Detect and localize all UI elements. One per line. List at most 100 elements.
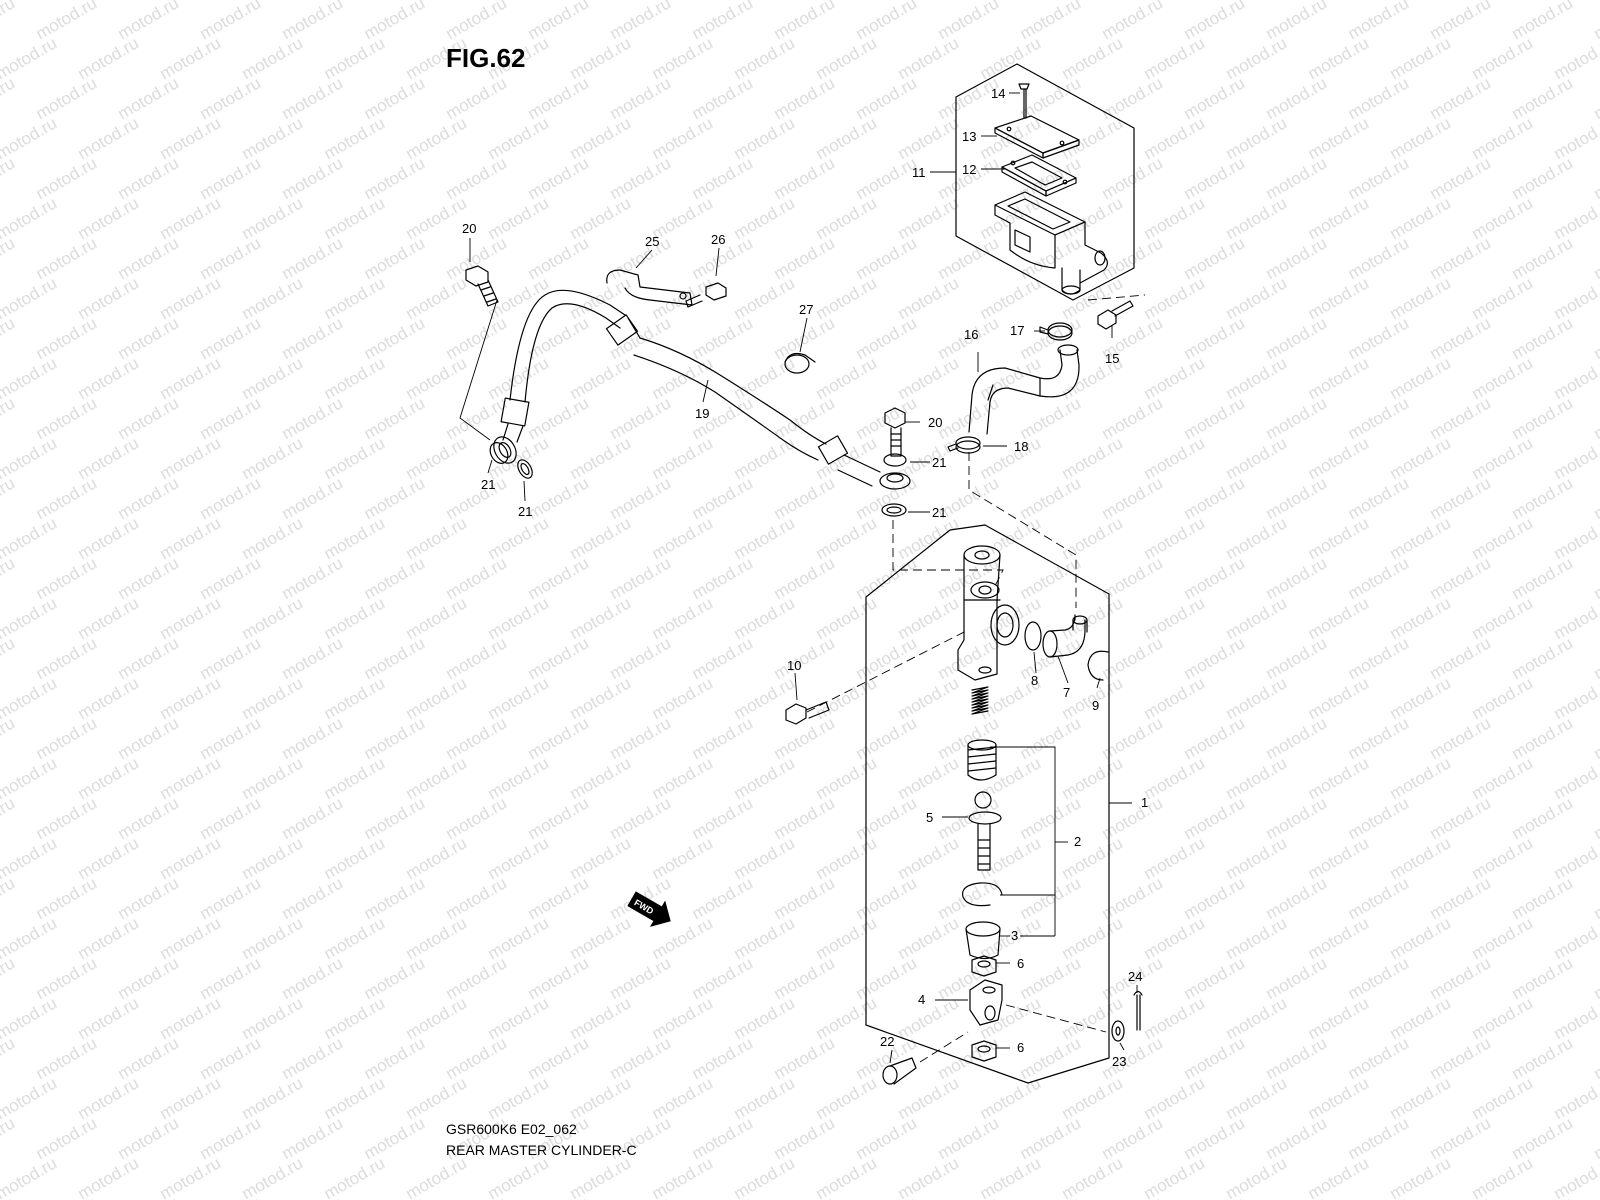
lock-nut-lower <box>971 1040 997 1062</box>
watermark-text: motod.ru <box>1181 473 1249 523</box>
watermark-text: motod.ru <box>1263 1113 1331 1163</box>
watermark-text: motod.ru <box>1509 1113 1577 1163</box>
watermark-text: motod.ru <box>1181 393 1249 443</box>
callout-25: 25 <box>645 234 659 249</box>
watermark-text: motod.ru <box>525 73 593 123</box>
callout-18: 18 <box>1014 439 1028 454</box>
watermark-text: motod.ru <box>1591 1033 1600 1083</box>
callout-8: 8 <box>1031 673 1038 688</box>
reservoir-diaphragm <box>1001 154 1077 197</box>
watermark-text: motod.ru <box>1263 473 1331 523</box>
callout-22: 22 <box>880 1034 894 1049</box>
watermark-text: motod.ru <box>443 553 511 603</box>
watermark-text: motod.ru <box>279 713 347 763</box>
watermark-text: motod.ru <box>771 553 839 603</box>
watermark-text: motod.ru <box>771 73 839 123</box>
watermark-text: motod.ru <box>1263 713 1331 763</box>
callout-labels: 1 2 3 4 5 6 6 7 8 9 10 11 12 13 14 15 16… <box>462 86 1148 1069</box>
watermark-text: motod.ru <box>1099 233 1167 283</box>
brake-hose-clamp <box>606 269 693 306</box>
watermark-text: motod.ru <box>525 233 593 283</box>
watermark-text: motod.ru <box>771 953 839 1003</box>
watermark-text: motod.ru <box>607 553 675 603</box>
watermark-text: motod.ru <box>33 313 101 363</box>
watermark-text: motod.ru <box>1345 953 1413 1003</box>
watermark-text: motod.ru <box>361 953 429 1003</box>
watermark-text: motod.ru <box>1591 1113 1600 1163</box>
callout-13: 13 <box>962 129 976 144</box>
watermark-text: motod.ru <box>1059 1153 1127 1200</box>
watermark-text: motod.ru <box>689 1113 757 1163</box>
watermark-text: motod.ru <box>607 73 675 123</box>
watermark-text: motod.ru <box>197 313 265 363</box>
watermark-text: motod.ru <box>279 793 347 843</box>
watermark-text: motod.ru <box>607 1033 675 1083</box>
watermark-text: motod.ru <box>403 1153 471 1200</box>
watermark-text: motod.ru <box>1345 553 1413 603</box>
watermark-text: motod.ru <box>607 953 675 1003</box>
watermark-text: motod.ru <box>33 633 101 683</box>
watermark-text: motod.ru <box>443 953 511 1003</box>
watermark-text: motod.ru <box>197 153 265 203</box>
watermark-text: motod.ru <box>689 953 757 1003</box>
watermark-text: motod.ru <box>1591 793 1600 843</box>
watermark-text: motod.ru <box>0 953 18 1003</box>
watermark-text: motod.ru <box>689 713 757 763</box>
watermark-text: motod.ru <box>197 873 265 923</box>
watermark-text: motod.ru <box>771 473 839 523</box>
watermark-text: motod.ru <box>689 633 757 683</box>
watermark-text: motod.ru <box>1509 793 1577 843</box>
watermark-text: motod.ru <box>525 713 593 763</box>
watermark-text: motod.ru <box>443 313 511 363</box>
watermark-text: motod.ru <box>1591 73 1600 123</box>
watermark-text: motod.ru <box>1509 953 1577 1003</box>
watermark-text: motod.ru <box>853 233 921 283</box>
watermark-text: motod.ru <box>853 1113 921 1163</box>
model-code: GSR600K6 E02_062 <box>446 1121 577 1137</box>
watermark-text: motod.ru <box>1551 433 1600 483</box>
watermark-text: motod.ru <box>1345 1193 1413 1200</box>
watermark-text: motod.ru <box>1509 233 1577 283</box>
rear-brake-hose <box>493 289 911 490</box>
figure-title: FIG.62 <box>446 43 525 73</box>
watermark-text: motod.ru <box>1345 473 1413 523</box>
watermark-text: motod.ru <box>1345 313 1413 363</box>
watermark-text: motod.ru <box>279 393 347 443</box>
watermark-text: motod.ru <box>1427 393 1495 443</box>
watermark-text: motod.ru <box>443 73 511 123</box>
watermark-text: motod.ru <box>1591 473 1600 523</box>
watermark-text: motod.ru <box>853 873 921 923</box>
watermark-text: motod.ru <box>1017 1193 1085 1200</box>
watermark-text: motod.ru <box>1263 1193 1331 1200</box>
watermark-text: motod.ru <box>607 473 675 523</box>
watermark-text: motod.ru <box>33 793 101 843</box>
watermark-text: motod.ru <box>1427 1193 1495 1200</box>
watermark-text: motod.ru <box>1427 953 1495 1003</box>
watermark-text: motod.ru <box>853 313 921 363</box>
watermark-text: motod.ru <box>0 153 18 203</box>
callout-6-upper: 6 <box>1017 956 1024 971</box>
watermark-text: motod.ru <box>279 473 347 523</box>
union-bolt-center <box>884 407 906 457</box>
callout-6-lower: 6 <box>1017 1040 1024 1055</box>
watermark-text: motod.ru <box>197 793 265 843</box>
watermark-text: motod.ru <box>1017 633 1085 683</box>
callout-2: 2 <box>1074 834 1081 849</box>
watermark-text: motod.ru <box>1509 873 1577 923</box>
watermark-text: motod.ru <box>771 393 839 443</box>
watermark-text: motod.ru <box>935 233 1003 283</box>
watermark-text: motod.ru <box>1427 473 1495 523</box>
watermark-text: motod.ru <box>689 873 757 923</box>
watermark-text: motod.ru <box>853 1193 921 1200</box>
watermark-text: motod.ru <box>1263 313 1331 363</box>
watermark-text: motod.ru <box>0 0 18 43</box>
watermark-text: motod.ru <box>1181 1193 1249 1200</box>
watermark-text: motod.ru <box>321 1153 389 1200</box>
watermark-text: motod.ru <box>279 313 347 363</box>
watermark-text: motod.ru <box>525 153 593 203</box>
callout-3: 3 <box>1011 928 1018 943</box>
watermark-text: motod.ru <box>1345 1113 1413 1163</box>
watermark-text: motod.ru <box>1263 73 1331 123</box>
